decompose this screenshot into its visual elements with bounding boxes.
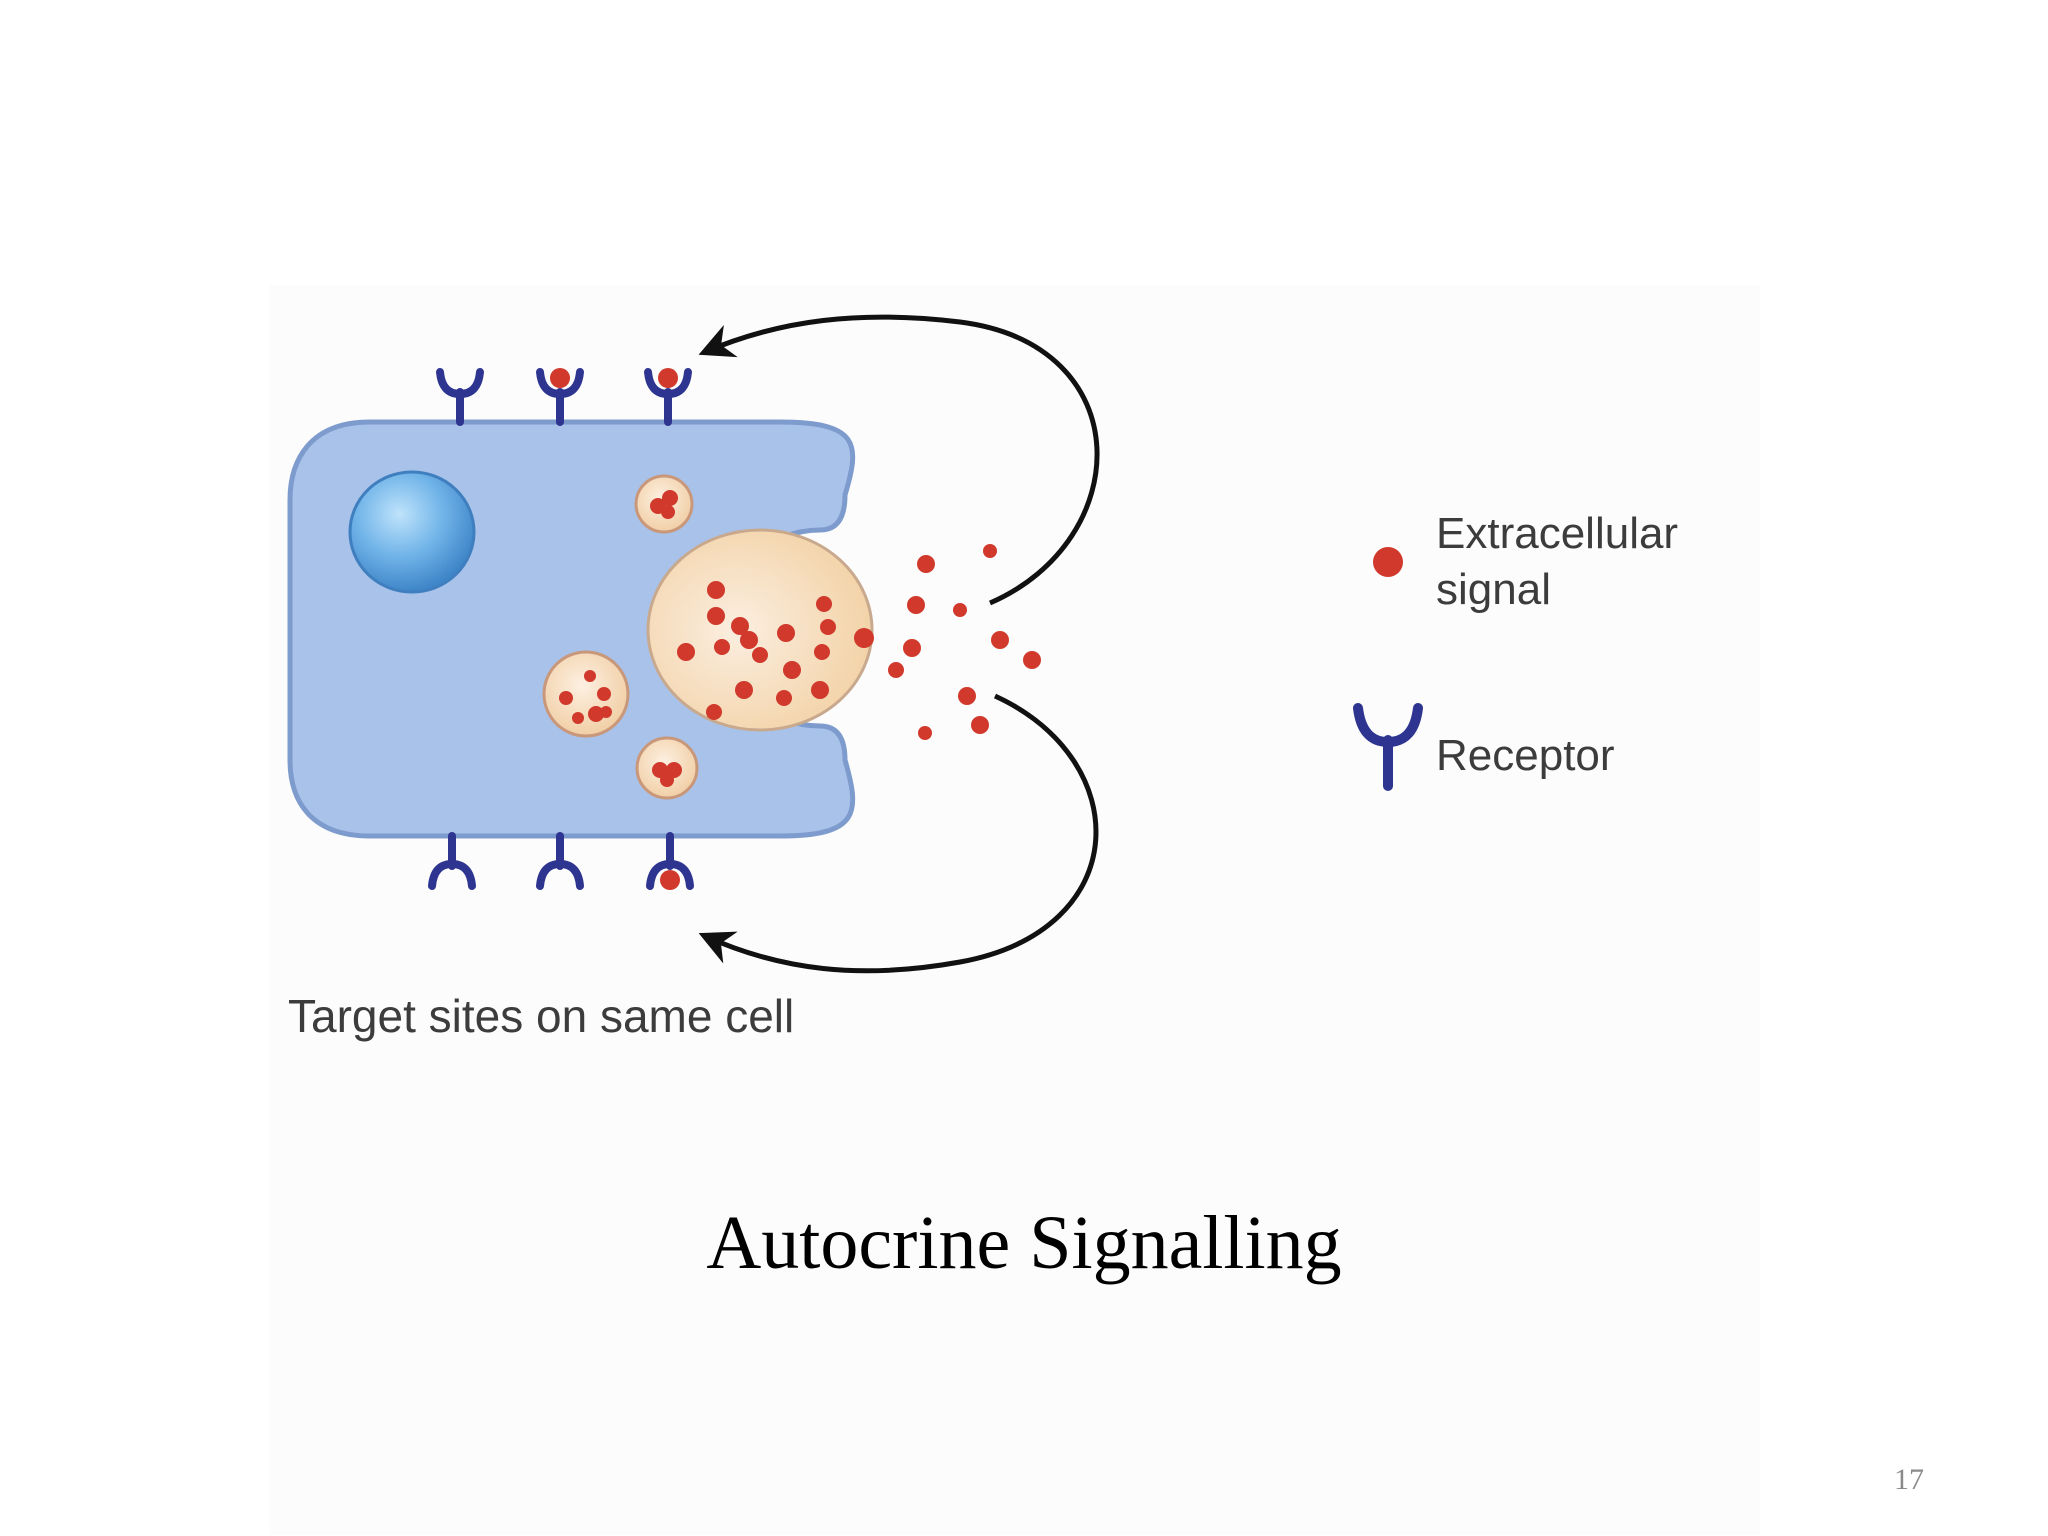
secretion-cloud xyxy=(646,528,874,732)
page-number: 17 xyxy=(1894,1463,1924,1496)
receptor-top-2 xyxy=(536,368,584,426)
slide-title: Autocrine Signalling xyxy=(706,1201,1342,1285)
arrow-to-bottom-receptors xyxy=(698,693,1099,974)
nucleus xyxy=(348,470,476,594)
legend-receptor-label: Receptor xyxy=(1436,731,1615,780)
vesicle-top xyxy=(634,474,694,534)
extracellular-signals xyxy=(677,544,1041,740)
legend-signal-label-line2: signal xyxy=(1436,565,1551,614)
receptor-top-1 xyxy=(436,368,484,426)
diagram-caption: Target sites on same cell xyxy=(288,990,794,1042)
receptor-bottom-2 xyxy=(536,832,584,890)
receptor-bottom-1 xyxy=(428,832,476,890)
receptor-top-3 xyxy=(644,368,692,426)
vesicle-middle xyxy=(542,650,630,738)
vesicle-bottom xyxy=(635,736,699,800)
receptor-bottom-3 xyxy=(646,832,694,890)
legend-receptor-icon xyxy=(1353,703,1423,791)
arrow-to-top-receptors xyxy=(698,314,1100,606)
legend-signal-label-line1: Extracellular xyxy=(1436,509,1678,558)
legend-signal-icon xyxy=(1373,547,1403,577)
